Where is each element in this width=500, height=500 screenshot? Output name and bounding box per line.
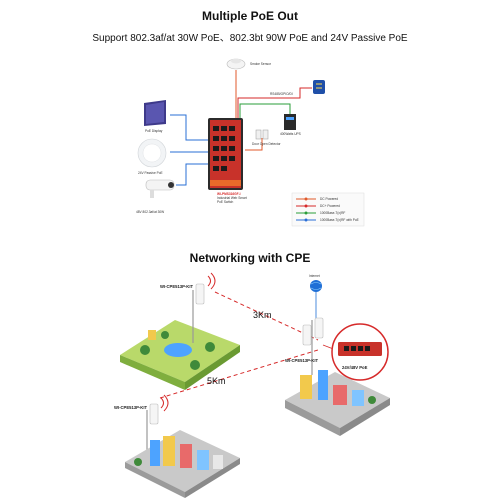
cloud-icon [313,80,325,94]
line-ups [239,103,291,118]
cpe-tower-center [302,317,324,375]
cpe-tower-top [192,283,205,343]
poe-legend: DC Powered DC+ Powered 1000Base-T(x)RF 1… [291,192,365,227]
line-to-cloud [237,87,312,118]
door-detector-icon [255,129,269,140]
wifi-signal-icon-top [207,272,216,290]
poe-switch-callout: 24V/48V PoE [322,323,389,381]
access-point-icon [137,138,167,168]
distance-label-5km: 5Km [207,376,226,386]
legend-label-1: DC Powered [320,197,338,201]
callout-label: 24V/48V PoE [342,365,368,370]
line-camera [176,163,208,186]
switch-desc-line1: Industrial Web Smart [217,196,247,200]
ups-icon [284,114,296,130]
switch-desc-line2: PoE Switch [217,200,234,204]
poe-section-subtitle: Support 802.3af/at 30W PoE、802.3bt 90W P… [92,33,408,44]
legend-item-1: DC Powered [296,197,338,201]
legend-item-4: 1000Base-T(x)RF with PoE [296,218,359,222]
cpe-tower-bottom [146,403,159,455]
distance-label-3km: 3Km [253,310,272,320]
city-block-bottom [125,430,240,498]
wifi-signal-icon-bottom [160,394,169,412]
legend-item-3: 1000Base-T(x)RF [296,211,345,215]
globe-icon [310,280,322,292]
city-block-right [285,370,390,436]
passive-poe-label: 24V Passive PoE [138,171,163,175]
smoke-sensor-icon [226,58,246,70]
poe-diagram: Smoke Sensor RS485/GPIO/DI 400Watts UPS … [136,58,365,227]
smoke-sensor-label: Smoke Sensor [250,62,272,66]
legend-label-3: 1000Base-T(x)RF [320,211,345,215]
park-block [120,320,240,390]
link-3km [214,291,319,341]
legend-item-2: DC+ Powered [296,204,340,208]
line-door [245,138,263,151]
switch-model-label: WI-PMS316GF-I [217,192,241,196]
poe-connection-lines [170,70,312,186]
cpe-diagram: WI-CPE513P-KIT 3Km 5Km Internet WI-CPE51… [114,272,390,498]
cpe-label-center: WI-CPE513P-KIT [285,358,318,363]
line-display [170,114,208,141]
legend-label-2: DC+ Powered [320,204,340,208]
cpe-label-top: WI-CPE513P-KIT [160,284,193,289]
internet-label: Internet [309,274,320,278]
cpe-label-bottom: WI-CPE513P-KIT [114,405,147,410]
poe-display-icon [144,100,166,126]
poe-display-label: PoE Display [145,129,163,133]
poe-switch [208,118,243,190]
cpe-section-title: Networking with CPE [189,251,311,265]
camera-label: 48V 802.3af/at 30W [136,210,164,214]
door-detector-label: Door Open Detector [252,142,281,146]
camera-icon [145,179,175,198]
link-label: RS485/GPIO/DI [270,92,293,96]
poe-section-title: Multiple PoE Out [202,9,298,23]
legend-label-4: 1000Base-T(x)RF with PoE [320,218,359,222]
ups-label: 400Watts UPS [280,132,301,136]
